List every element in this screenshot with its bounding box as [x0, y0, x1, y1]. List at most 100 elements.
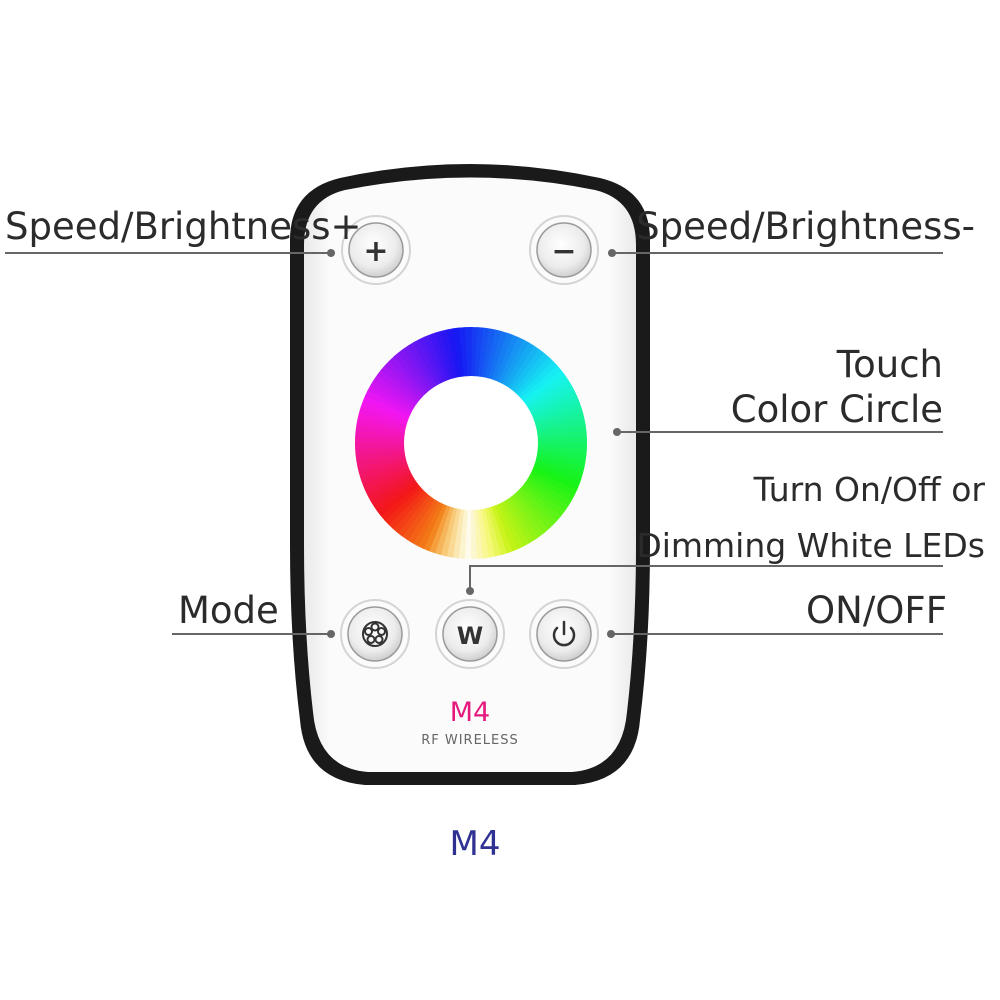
color-wheel-segment[interactable] — [521, 481, 565, 517]
color-wheel-segment[interactable] — [506, 496, 540, 541]
color-wheel-segment[interactable] — [509, 349, 545, 393]
color-wheel-segment[interactable] — [517, 487, 558, 526]
color-wheel-segment[interactable] — [452, 327, 465, 378]
color-wheel-segment[interactable] — [534, 456, 585, 474]
color-wheel-segment[interactable] — [435, 330, 455, 381]
color-wheel-segment[interactable] — [464, 508, 471, 559]
color-wheel-segment[interactable] — [522, 369, 566, 405]
color-wheel-segment[interactable] — [531, 395, 580, 420]
color-wheel-segment[interactable] — [373, 374, 418, 408]
mode-button[interactable] — [340, 599, 410, 669]
color-wheel-segment[interactable] — [536, 446, 587, 457]
color-wheel-segment[interactable] — [497, 501, 524, 550]
color-wheel-segment[interactable] — [380, 484, 422, 521]
color-wheel-segment[interactable] — [494, 334, 520, 383]
color-wheel-segment[interactable] — [464, 326, 472, 378]
color-wheel-segment[interactable] — [474, 327, 485, 378]
color-wheel-segment[interactable] — [503, 498, 535, 544]
color-wheel-segment[interactable] — [506, 345, 540, 390]
plus-button[interactable]: + — [341, 215, 411, 285]
color-wheel-segment[interactable] — [509, 494, 545, 538]
color-wheel-segment[interactable] — [367, 384, 415, 414]
color-wheel-segment[interactable] — [526, 476, 572, 507]
color-wheel-segment[interactable] — [440, 329, 458, 380]
color-wheel-segment[interactable] — [376, 481, 420, 517]
color-wheel-segment[interactable] — [529, 390, 578, 417]
color-wheel-segment[interactable] — [355, 436, 406, 443]
color-wheel-segment[interactable] — [536, 424, 587, 437]
color-wheel-segment[interactable] — [535, 418, 586, 434]
color-wheel-segment[interactable] — [402, 345, 436, 390]
color-wheel-segment[interactable] — [497, 337, 525, 385]
color-wheel-segment[interactable] — [512, 352, 550, 395]
color-wheel-segment[interactable] — [535, 453, 586, 469]
color-wheel-segment[interactable] — [451, 508, 465, 559]
color-wheel-segment[interactable] — [407, 342, 439, 388]
color-wheel-segment[interactable] — [358, 406, 409, 426]
color-wheel-segment[interactable] — [533, 407, 584, 427]
color-wheel-segment[interactable] — [370, 379, 416, 410]
color-wheel-segment[interactable] — [487, 505, 507, 556]
color-wheel-segment[interactable] — [360, 462, 410, 485]
color-wheel-segment[interactable] — [360, 400, 410, 423]
color-wheel-segment[interactable] — [514, 489, 554, 530]
color-wheel-segment[interactable] — [392, 491, 430, 534]
color-wheel-segment[interactable] — [528, 385, 575, 414]
color-wheel-segment[interactable] — [532, 401, 582, 424]
color-wheel-segment[interactable] — [413, 339, 442, 386]
color-wheel-segment[interactable] — [397, 348, 433, 392]
color-wheel-segment[interactable] — [524, 374, 569, 408]
color-wheel-segment[interactable] — [357, 456, 408, 474]
color-wheel-segment[interactable] — [393, 352, 430, 394]
white-led-button[interactable]: W — [435, 599, 505, 669]
color-wheel-segment[interactable] — [384, 360, 425, 399]
color-wheel-segment[interactable] — [490, 504, 513, 554]
color-wheel-segment[interactable] — [446, 328, 462, 379]
color-wheel-segment[interactable] — [484, 506, 502, 557]
color-wheel-segment[interactable] — [512, 492, 549, 534]
color-wheel-segment[interactable] — [484, 329, 502, 380]
color-wheel-segment[interactable] — [355, 449, 406, 462]
color-wheel-segment[interactable] — [477, 327, 491, 378]
touch-color-circle[interactable] — [355, 326, 587, 559]
color-wheel-segment[interactable] — [536, 449, 587, 463]
color-wheel-segment[interactable] — [532, 463, 582, 486]
color-wheel-segment[interactable] — [491, 332, 514, 382]
color-wheel-segment[interactable] — [534, 412, 585, 430]
color-wheel-segment[interactable] — [384, 486, 425, 526]
color-wheel-segment[interactable] — [358, 459, 409, 479]
color-wheel-segment[interactable] — [428, 504, 451, 554]
color-wheel-segment[interactable] — [536, 443, 587, 450]
color-wheel-segment[interactable] — [470, 508, 478, 559]
color-wheel-segment[interactable] — [480, 507, 496, 558]
color-wheel-segment[interactable] — [367, 472, 414, 501]
color-wheel-segment[interactable] — [515, 356, 554, 397]
minus-button[interactable]: − — [529, 215, 599, 285]
color-wheel-segment[interactable] — [407, 498, 438, 544]
color-wheel-segment[interactable] — [504, 342, 535, 388]
color-wheel-segment[interactable] — [355, 442, 406, 450]
color-wheel-segment[interactable] — [417, 501, 445, 549]
color-wheel-segment[interactable] — [457, 508, 468, 559]
color-wheel-segment[interactable] — [488, 330, 508, 381]
color-wheel-segment[interactable] — [356, 452, 407, 468]
color-wheel-segment[interactable] — [471, 327, 478, 378]
color-wheel-segment[interactable] — [373, 478, 418, 512]
color-wheel-segment[interactable] — [370, 475, 416, 507]
color-wheel-segment[interactable] — [527, 472, 575, 502]
color-wheel-segment[interactable] — [380, 364, 423, 402]
color-wheel-segment[interactable] — [355, 423, 406, 437]
color-wheel-segment[interactable] — [440, 506, 458, 557]
color-wheel-segment[interactable] — [434, 505, 454, 556]
color-wheel-segment[interactable] — [526, 379, 572, 411]
color-wheel-segment[interactable] — [412, 499, 442, 547]
color-wheel-segment[interactable] — [418, 336, 445, 385]
color-wheel-segment[interactable] — [494, 503, 519, 552]
power-button[interactable] — [529, 599, 599, 669]
color-wheel-segment[interactable] — [531, 466, 580, 492]
color-wheel-segment[interactable] — [362, 394, 411, 420]
color-wheel-segment[interactable] — [355, 429, 406, 440]
color-wheel-segment[interactable] — [533, 460, 584, 480]
color-wheel-segment[interactable] — [388, 356, 428, 397]
color-wheel-segment[interactable] — [524, 478, 569, 512]
